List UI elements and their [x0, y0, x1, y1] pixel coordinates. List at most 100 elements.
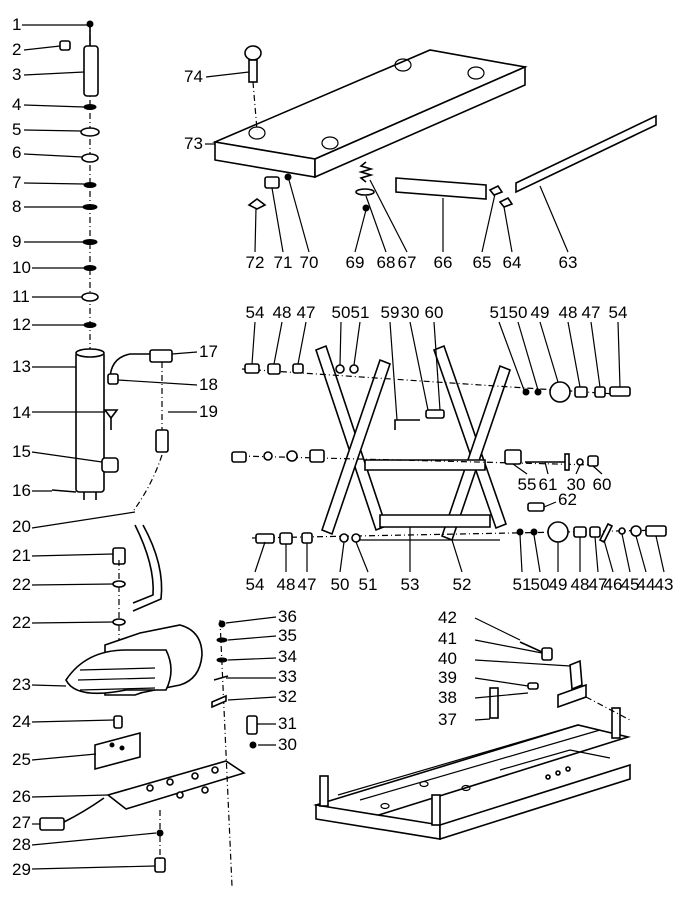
leader-line: [635, 535, 647, 573]
leader-line: [31, 583, 114, 586]
part-number-label: 45: [621, 575, 640, 594]
part-number-label: 73: [184, 134, 203, 153]
leader-line: [481, 193, 496, 253]
part-number-label: 31: [278, 714, 297, 733]
part-number-label: 25: [12, 750, 31, 769]
leader-line: [575, 464, 581, 475]
part-number-label: 40: [438, 649, 457, 668]
part-number-label: 7: [12, 173, 21, 192]
part-number-label: 2: [12, 40, 21, 59]
leader-line: [23, 153, 83, 158]
part-number-label: 60: [425, 303, 444, 322]
leader-line: [590, 321, 601, 388]
platform-table: [212, 45, 657, 212]
part-number-label: 47: [298, 575, 317, 594]
leader-line: [254, 541, 266, 573]
leader-line: [567, 321, 581, 388]
leader-line: [23, 129, 82, 132]
leader-line: [474, 718, 491, 721]
part-number-label: 17: [199, 342, 218, 361]
leader-line: [355, 541, 369, 573]
scissor-mechanism: [231, 344, 669, 545]
part-number-label: 39: [438, 668, 457, 687]
leader-lines: [22, 24, 665, 870]
leader-line: [251, 321, 256, 365]
part-number-label: 55: [518, 475, 537, 494]
leader-line: [254, 207, 257, 253]
leader-line: [369, 179, 408, 253]
leader-line: [474, 659, 571, 667]
leader-line: [354, 209, 367, 253]
part-number-label: 48: [273, 303, 292, 322]
part-number-label: 30: [401, 303, 420, 322]
part-number-label: 8: [12, 197, 21, 216]
leader-line: [288, 179, 310, 253]
leader-line: [23, 104, 85, 108]
part-number-label: 30: [567, 475, 586, 494]
part-number-label: 69: [346, 253, 365, 272]
part-number-label: 54: [609, 303, 628, 322]
part-number-label: 64: [503, 253, 522, 272]
leader-line: [353, 321, 361, 366]
base-frame: [313, 641, 632, 841]
part-number-label: 33: [278, 667, 297, 686]
leader-line: [451, 539, 463, 573]
part-number-label: 47: [582, 303, 601, 322]
part-number-label: 27: [12, 813, 31, 832]
part-number-label: 51: [359, 575, 378, 594]
part-number-label: 16: [12, 481, 31, 500]
leader-line: [543, 501, 557, 508]
part-number-label: 6: [12, 143, 21, 162]
part-number-label: 52: [453, 575, 472, 594]
part-number-label: 42: [438, 608, 457, 627]
part-number-label: 51: [513, 575, 532, 594]
leader-line: [621, 533, 631, 573]
leader-line: [474, 677, 529, 687]
part-number-label: 35: [278, 626, 297, 645]
part-number-label: 51: [490, 303, 509, 322]
leader-line: [365, 195, 387, 253]
part-number-label: 48: [559, 303, 578, 322]
part-number-label: 50: [509, 303, 528, 322]
leader-line: [433, 321, 441, 411]
part-number-label: 59: [381, 303, 400, 322]
part-number-label: 18: [199, 375, 218, 394]
part-number-label: 49: [531, 303, 550, 322]
part-number-label: 29: [12, 860, 31, 879]
part-number-label: 14: [12, 403, 31, 422]
leader-line: [474, 692, 529, 699]
part-number-label: 47: [589, 575, 608, 594]
part-number-label: 65: [473, 253, 492, 272]
leader-line: [297, 321, 307, 365]
part-number-label: 38: [438, 688, 457, 707]
part-number-label: 26: [12, 787, 31, 806]
part-number-label: 72: [246, 253, 265, 272]
leader-line: [23, 182, 85, 185]
part-number-label: 66: [434, 253, 453, 272]
leader-line: [603, 539, 614, 573]
leader-line: [474, 617, 521, 641]
leader-line: [339, 321, 342, 366]
leader-line: [389, 321, 398, 421]
part-number-label: 74: [184, 67, 203, 86]
leader-line: [227, 696, 277, 701]
part-number-label: 3: [12, 65, 21, 84]
leader-line: [31, 865, 156, 870]
part-number-label: 24: [12, 712, 31, 731]
part-number-label: 53: [401, 575, 420, 594]
part-number-label: 4: [12, 95, 21, 114]
part-number-label: 13: [12, 357, 31, 376]
leader-line: [617, 321, 621, 388]
leader-line: [533, 534, 541, 573]
part-number-label: 61: [539, 475, 558, 494]
leader-line: [539, 185, 569, 253]
leader-line: [539, 321, 559, 383]
part-number-label: 30: [278, 735, 297, 754]
leader-line: [31, 511, 136, 529]
leader-line: [31, 451, 103, 463]
part-number-label: 46: [604, 575, 623, 594]
leader-line: [273, 321, 283, 365]
part-number-label: 15: [12, 442, 31, 461]
leader-line: [655, 535, 665, 573]
